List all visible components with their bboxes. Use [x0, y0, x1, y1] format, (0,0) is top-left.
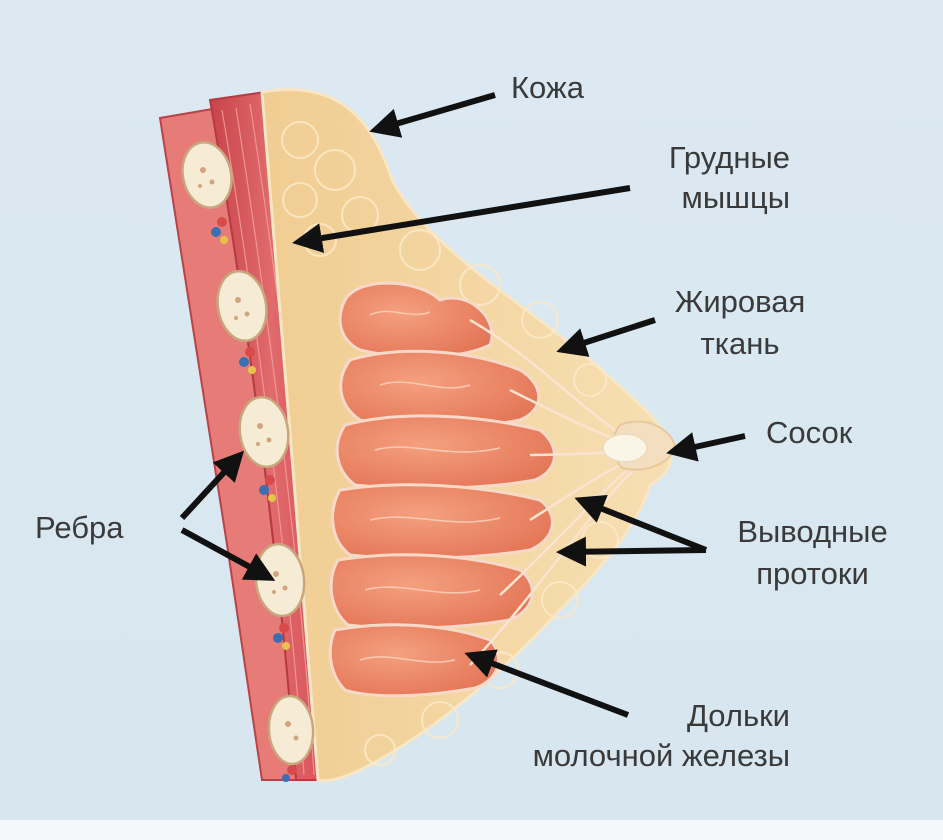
label-lobules-line2: молочной железы — [420, 738, 790, 774]
label-skin: Кожа — [511, 70, 584, 106]
label-ribs: Ребра — [35, 510, 123, 546]
label-nipple: Сосок — [766, 415, 852, 451]
label-ducts-line1: Выводные — [705, 514, 920, 550]
nipple-sinus — [603, 434, 647, 462]
label-pectoral-line1: Грудные — [610, 140, 790, 176]
label-ducts-line2: протоки — [705, 556, 920, 592]
label-fat-line2: ткань — [645, 326, 835, 362]
label-pectoral-line2: мышцы — [610, 180, 790, 216]
arrow-skin — [375, 95, 495, 130]
arrow-fat — [562, 320, 655, 350]
label-fat-line1: Жировая — [645, 284, 835, 320]
arrow-nipple — [672, 436, 745, 452]
label-lobules-line1: Дольки — [520, 698, 790, 734]
arrow-ducts-lower — [562, 550, 706, 552]
